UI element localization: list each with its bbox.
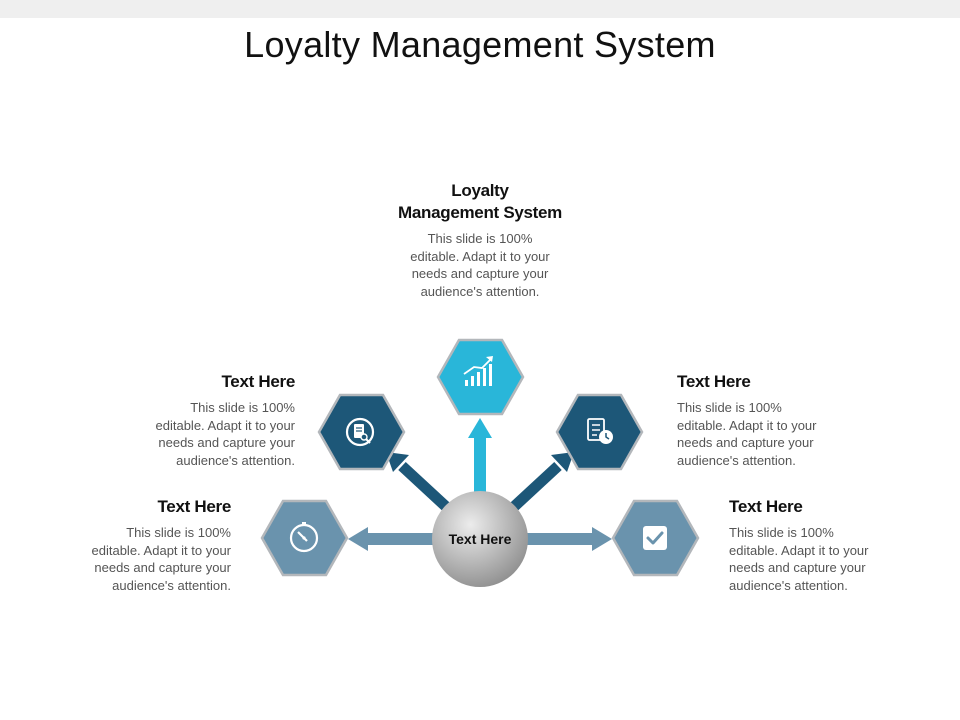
body-line: editable. Adapt it to your xyxy=(410,248,550,264)
block-body: This slide is 100% editable. Adapt it to… xyxy=(95,399,295,469)
body-line: audience's attention. xyxy=(677,452,796,468)
block-heading-line: Loyalty xyxy=(451,181,509,200)
top-bar xyxy=(0,0,960,18)
hexagon-upper-left xyxy=(317,393,406,471)
arrow-right xyxy=(523,527,612,551)
bar-chart-growth-icon xyxy=(463,356,493,386)
arrow-upper-right xyxy=(501,452,574,520)
text-block-lower-left: Text Here This slide is 100% editable. A… xyxy=(31,496,232,594)
checkbox-icon xyxy=(643,526,667,550)
body-line: editable. Adapt it to your xyxy=(677,417,817,433)
body-line: editable. Adapt it to your xyxy=(729,542,869,558)
text-block-lower-right: Text Here This slide is 100% editable. A… xyxy=(729,496,929,594)
compass-icon xyxy=(289,522,319,553)
block-heading: Text Here xyxy=(221,372,295,391)
block-body: This slide is 100% editable. Adapt it to… xyxy=(677,399,877,469)
hexagon-lower-left xyxy=(260,499,349,577)
body-line: audience's attention. xyxy=(420,283,540,299)
checklist-clock-icon xyxy=(587,418,613,444)
block-heading-line: Management System xyxy=(397,203,562,222)
body-line: This slide is 100% xyxy=(677,400,782,415)
hexagon-upper-right xyxy=(555,393,644,471)
arrow-upper-left xyxy=(386,452,459,520)
body-line: needs and capture your xyxy=(94,560,231,575)
block-body: This slide is 100% editable. Adapt it to… xyxy=(360,230,600,300)
block-heading: Loyalty Management System xyxy=(360,180,600,224)
body-line: This slide is 100% xyxy=(427,231,533,246)
hub-circle: Text Here xyxy=(432,491,528,587)
body-line: audience's attention. xyxy=(112,577,231,593)
block-body: This slide is 100% editable. Adapt it to… xyxy=(729,524,929,594)
body-line: This slide is 100% xyxy=(126,525,231,540)
body-line: needs and capture your xyxy=(729,560,866,575)
hexagon-lower-right xyxy=(611,499,700,577)
body-line: This slide is 100% xyxy=(729,525,834,540)
block-heading: Text Here xyxy=(677,372,751,391)
slide-title: Loyalty Management System xyxy=(244,24,716,65)
body-line: This slide is 100% xyxy=(190,400,295,415)
text-block-upper-left: Text Here This slide is 100% editable. A… xyxy=(95,371,296,469)
block-body: This slide is 100% editable. Adapt it to… xyxy=(31,524,231,594)
body-line: audience's attention. xyxy=(176,452,295,468)
body-line: audience's attention. xyxy=(729,577,848,593)
body-line: needs and capture your xyxy=(677,435,814,450)
body-line: editable. Adapt it to your xyxy=(91,542,231,558)
hexagon-top xyxy=(436,338,525,416)
body-line: editable. Adapt it to your xyxy=(155,417,295,433)
body-line: needs and capture your xyxy=(411,266,549,281)
block-heading: Text Here xyxy=(157,497,231,516)
document-search-icon xyxy=(345,417,375,447)
text-block-upper-right: Text Here This slide is 100% editable. A… xyxy=(677,371,877,469)
hub-label: Text Here xyxy=(449,531,512,547)
arrow-up xyxy=(468,418,492,496)
body-line: needs and capture your xyxy=(158,435,295,450)
arrow-left xyxy=(348,527,437,551)
text-block-top: Loyalty Management System This slide is … xyxy=(360,180,600,300)
block-heading: Text Here xyxy=(729,497,803,516)
